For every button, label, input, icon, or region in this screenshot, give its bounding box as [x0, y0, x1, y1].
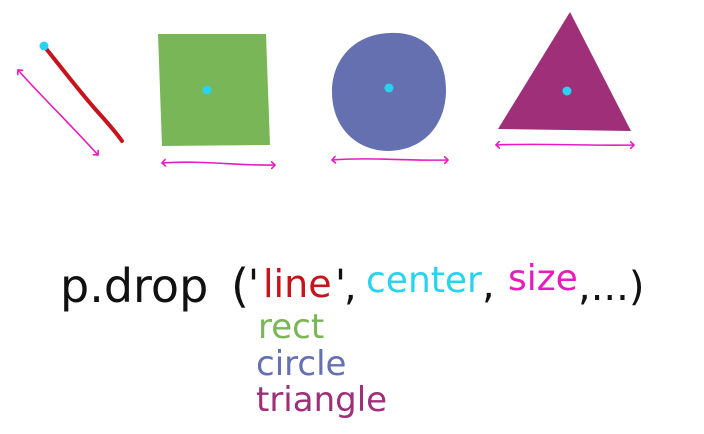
circle-center-dot: [384, 83, 394, 93]
rect-size-arrow: [162, 162, 275, 165]
circle-shape-group: [332, 32, 448, 160]
size-arg: size: [508, 258, 578, 299]
circle-size-arrow: [332, 159, 448, 160]
rect-shape: [158, 34, 270, 146]
triangle-center-dot: [562, 86, 572, 96]
line-shape-group: [18, 41, 124, 156]
line-center-dot: [39, 41, 49, 51]
quote-open: ': [248, 262, 259, 308]
function-name: p.drop: [60, 259, 208, 313]
center-arg: center: [366, 260, 482, 301]
shape-alternatives: rect circle triangle: [256, 307, 387, 420]
alt-rect: rect: [258, 307, 324, 347]
rect-shape-group: [158, 34, 275, 165]
alt-circle: circle: [256, 344, 346, 384]
comma-2: ,: [482, 262, 495, 308]
triangle-shape-group: [496, 12, 634, 145]
comma-1: ,: [344, 264, 357, 310]
triangle-size-arrow: [496, 144, 634, 145]
line-size-arrow: [18, 70, 98, 155]
rest-args: ,...): [578, 264, 644, 310]
rect-center-dot: [202, 85, 212, 95]
triangle-shape: [498, 12, 631, 131]
alt-triangle: triangle: [256, 380, 387, 420]
quote-close: ': [335, 262, 346, 308]
open-paren: (: [231, 259, 249, 313]
code-expression: p.drop ( ' line ' , center , size ,...): [60, 258, 644, 313]
shape-arg: line: [263, 262, 332, 306]
line-shape: [42, 44, 124, 143]
